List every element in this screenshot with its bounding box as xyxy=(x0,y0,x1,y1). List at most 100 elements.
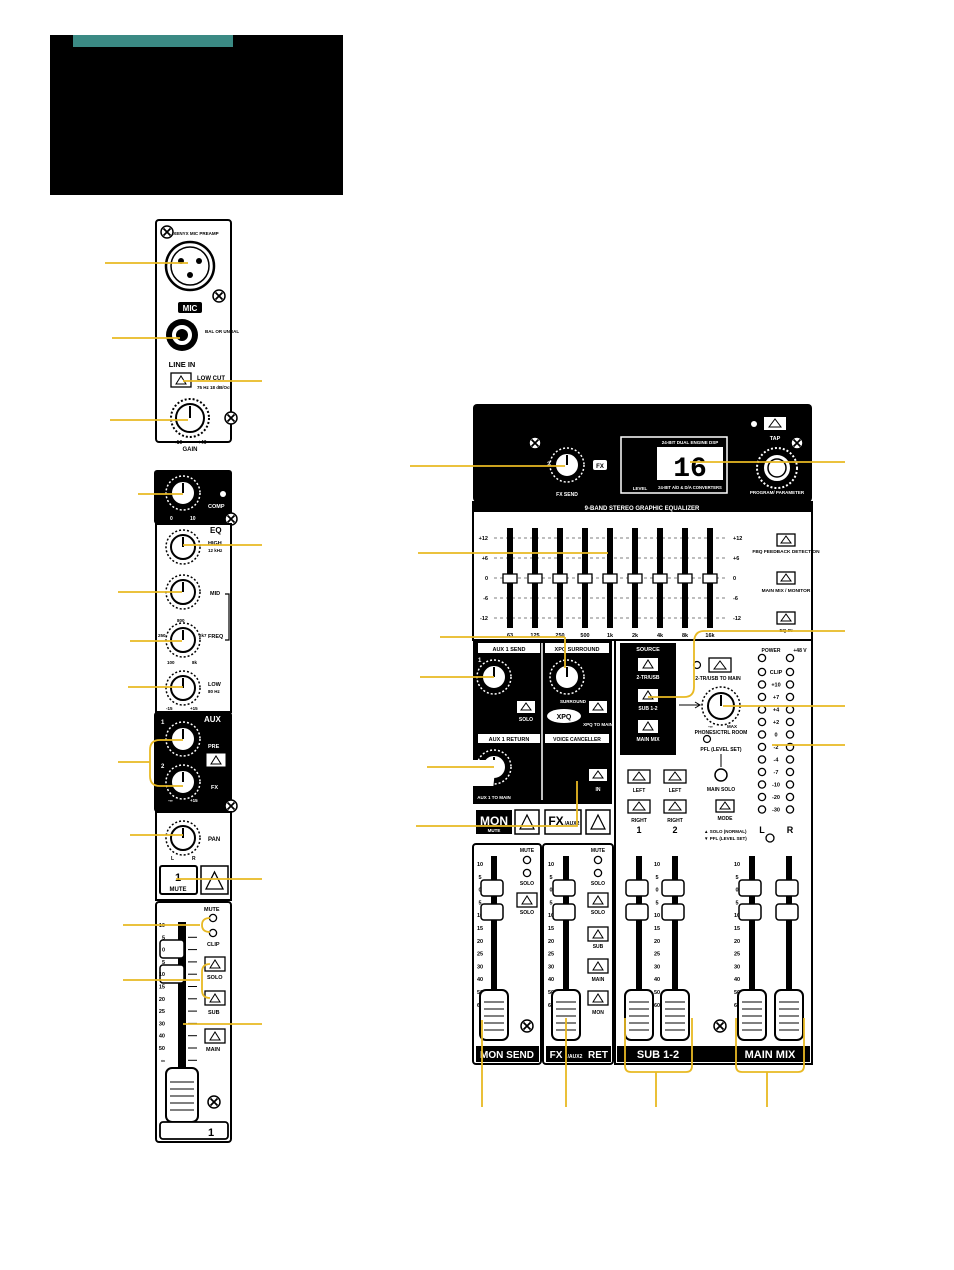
fx-mon-label: MON xyxy=(592,1010,604,1016)
source-2tr-label: 2-TR/USB xyxy=(636,675,659,681)
geq-scale-left: -12 xyxy=(480,616,488,622)
sub1-right-button[interactable] xyxy=(627,799,651,814)
fx-mon-button[interactable] xyxy=(587,990,609,1006)
fader-scale-label: 15 xyxy=(654,926,660,932)
meter-label: 0 xyxy=(774,733,777,739)
source-main-button[interactable] xyxy=(638,720,658,733)
geq-band-label: 1k xyxy=(607,633,614,639)
geq-slider-63[interactable] xyxy=(502,573,518,584)
sub1-left-button[interactable] xyxy=(627,769,651,784)
main-button[interactable] xyxy=(204,1028,226,1044)
sub2-fader[interactable] xyxy=(660,989,690,1041)
fader-cap-ghost xyxy=(661,879,685,897)
geq-slider-1k[interactable] xyxy=(602,573,618,584)
mic-input-xlr[interactable] xyxy=(164,240,216,292)
geq-slider-125[interactable] xyxy=(527,573,543,584)
geq-slider-250[interactable] xyxy=(552,573,568,584)
fx-send-label: FX SEND xyxy=(556,492,578,498)
screw-icon xyxy=(207,1095,221,1109)
eq-high-knob[interactable] xyxy=(165,529,201,565)
sub2-left-button[interactable] xyxy=(663,769,687,784)
meter-led-l xyxy=(757,742,767,752)
fader-scale-label: 5 xyxy=(735,900,738,906)
geq-slider-4k[interactable] xyxy=(652,573,668,584)
mute-led xyxy=(208,913,218,923)
fader-scale-label: 50 xyxy=(654,990,660,996)
eq-in-button[interactable] xyxy=(776,611,796,625)
sub2-right-button[interactable] xyxy=(663,799,687,814)
main-l-fader[interactable] xyxy=(737,989,767,1041)
geq-slider-500[interactable] xyxy=(577,573,593,584)
mon-send-fader[interactable] xyxy=(479,989,509,1041)
2tr-to-main-button[interactable] xyxy=(708,657,732,673)
meter-label: -2 xyxy=(774,745,779,751)
display-title: 24-BIT DUAL ENGINE DSP xyxy=(662,440,718,445)
source-2tr-button[interactable] xyxy=(638,658,658,671)
line-in-label: LINE IN xyxy=(169,360,196,369)
channel-scribble xyxy=(159,1121,229,1140)
fader-knob[interactable] xyxy=(479,989,509,1041)
fader-scale-label: 0 xyxy=(162,948,165,954)
main-r-fader[interactable] xyxy=(774,989,804,1041)
xpq-to-main-button[interactable] xyxy=(589,701,607,713)
eq-low-knob[interactable] xyxy=(165,670,201,706)
fader-cap-ghost xyxy=(480,879,504,897)
meter-label: -7 xyxy=(774,770,779,776)
geq-scale-right: -12 xyxy=(733,616,741,622)
fader-scale-label: 40 xyxy=(548,977,554,983)
meter-led-r xyxy=(785,705,795,714)
meter-led-l xyxy=(757,692,767,702)
gain-knob[interactable] xyxy=(170,398,210,438)
fx-sub-button[interactable] xyxy=(587,926,609,942)
fader-knob[interactable] xyxy=(624,989,654,1041)
mode-button[interactable] xyxy=(715,799,735,813)
geq-scale-right: +12 xyxy=(733,536,742,542)
fader-knob[interactable] xyxy=(774,989,804,1041)
phones-min: -∞ xyxy=(708,724,713,729)
fader-scale-label: 25 xyxy=(159,1009,165,1015)
fx-mute-button[interactable] xyxy=(585,809,611,835)
fx-main-button[interactable] xyxy=(587,958,609,974)
fader-scale-label: 10 xyxy=(654,862,660,868)
fader-scale-label: 20 xyxy=(548,939,554,945)
aux1-knob[interactable] xyxy=(165,721,201,757)
mon-solo-button[interactable] xyxy=(516,892,538,908)
voice-canceller-in-button[interactable] xyxy=(589,769,607,781)
geq-scale-left: -6 xyxy=(483,596,488,602)
aux-solo-button[interactable] xyxy=(517,701,535,713)
geq-slider-16k[interactable] xyxy=(702,573,718,584)
fader-track xyxy=(178,922,186,1070)
xpq-surround-knob[interactable] xyxy=(549,659,585,695)
svg-text:1: 1 xyxy=(478,658,482,664)
meter-led-r xyxy=(785,730,795,739)
main-mix-monitor-button[interactable] xyxy=(776,571,796,585)
meter-label: -10 xyxy=(772,783,780,789)
line-in-jack[interactable] xyxy=(166,319,198,351)
fx-solo-button[interactable] xyxy=(587,892,609,908)
fader-scale-label: 40 xyxy=(477,977,483,983)
fader-scale-label: 30 xyxy=(548,964,554,970)
channel-fader[interactable] xyxy=(165,1067,199,1123)
comp-knob[interactable] xyxy=(165,475,201,511)
geq-slider-8k[interactable] xyxy=(677,573,693,584)
fx-label-box xyxy=(544,809,582,835)
geq-slider-2k[interactable] xyxy=(627,573,643,584)
eq-freq-knob[interactable] xyxy=(165,622,201,658)
mon-mute-button[interactable] xyxy=(514,809,540,835)
source-sub-button[interactable] xyxy=(638,689,658,702)
title-block xyxy=(50,35,343,195)
low-cut-button[interactable] xyxy=(170,372,192,388)
fbq-button[interactable] xyxy=(776,533,796,547)
fader-knob[interactable] xyxy=(660,989,690,1041)
mode-solo-label: ▲ SOLO (NORMAL) xyxy=(704,829,747,834)
aux2-knob[interactable] xyxy=(165,764,201,800)
pan-knob[interactable] xyxy=(165,820,201,856)
fx-send-knob[interactable] xyxy=(549,447,585,483)
program-parameter-encoder[interactable] xyxy=(756,447,798,489)
mute-button[interactable] xyxy=(200,865,229,895)
power-label: POWER xyxy=(762,648,781,654)
geq-scale-left: 0 xyxy=(485,576,488,582)
sub1-fader[interactable] xyxy=(624,989,654,1041)
fader-knob[interactable] xyxy=(737,989,767,1041)
